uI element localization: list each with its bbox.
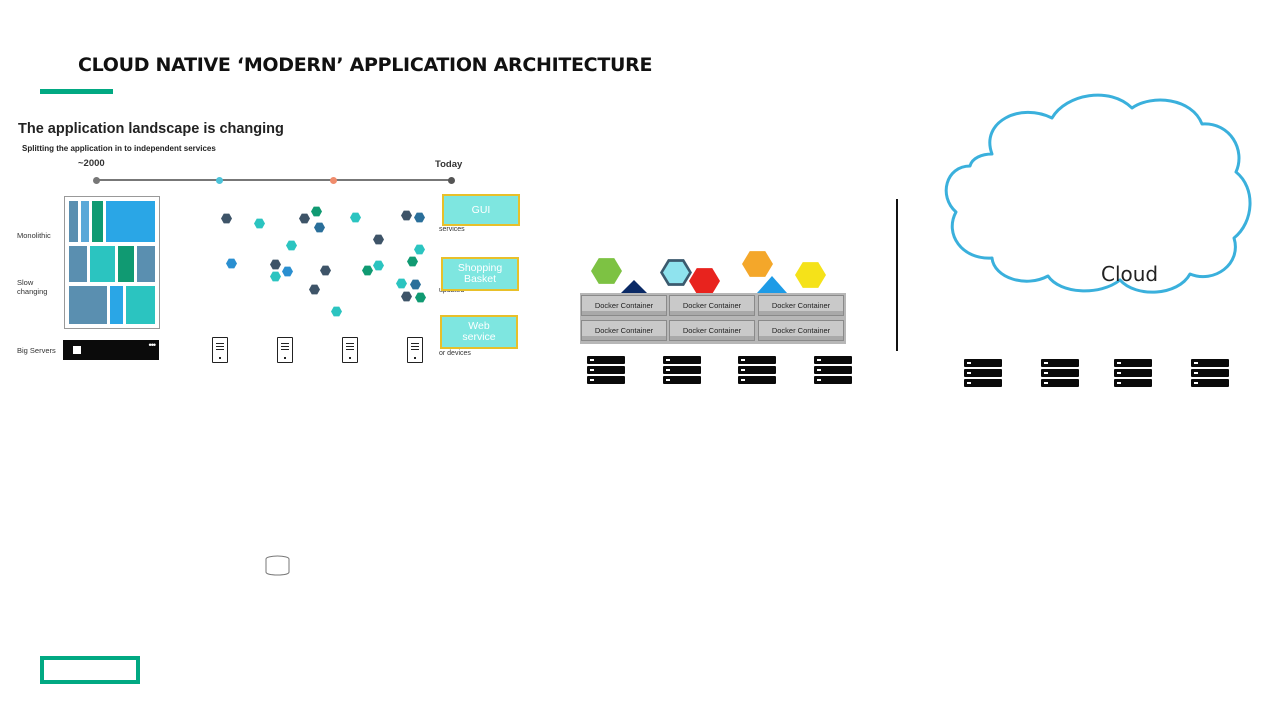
rack-server-icon [1041, 354, 1079, 389]
slow-changing-label: Slow changing [17, 278, 48, 296]
server-tower-icon [407, 337, 423, 363]
service-label: GUI [471, 203, 491, 216]
cloud-label: Cloud [1101, 262, 1159, 286]
docker-container: Docker Container [758, 320, 844, 341]
microservice-hex [414, 212, 425, 223]
docker-container: Docker Container [669, 295, 755, 316]
container-app-hex [663, 261, 689, 284]
timeline-dot [93, 177, 100, 184]
rack-server-icon [587, 351, 625, 386]
title-accent-bar [40, 89, 113, 94]
landscape-heading: The application landscape is changing [18, 121, 284, 137]
rack-server-icon [814, 351, 852, 386]
timeline-end-label: Today [435, 159, 463, 170]
timeline-dot [330, 177, 337, 184]
microservice-hex [410, 279, 421, 290]
service-side-text: services [439, 226, 465, 233]
server-tower-icon [342, 337, 358, 363]
big-server: ••• [63, 340, 159, 360]
microservice-hex [282, 266, 293, 277]
microservice-hex [254, 218, 265, 229]
microservice-hex [331, 306, 342, 317]
service-box-gui: GUI [442, 194, 520, 226]
server-tower-icon [277, 337, 293, 363]
rack-server-icon [663, 351, 701, 386]
microservice-hex [396, 278, 407, 289]
microservice-hex [401, 291, 412, 302]
cloud-icon [944, 93, 1252, 294]
microservice-hex [270, 259, 281, 270]
timeline-dot [216, 177, 223, 184]
container-app-hex [591, 258, 622, 284]
microservice-hex [299, 213, 310, 224]
microservice-hex [320, 265, 331, 276]
microservice-hex [362, 265, 373, 276]
container-app-hex [742, 251, 773, 277]
service-box-shopping-basket: Shopping Basket [441, 257, 519, 291]
microservice-hex [270, 271, 281, 282]
microservice-hex [401, 210, 412, 221]
monolithic-label: Monolithic [17, 231, 51, 240]
timeline-line [96, 179, 451, 181]
microservice-hex [414, 244, 425, 255]
container-app-triangle [620, 280, 648, 294]
microservice-hex [373, 260, 384, 271]
microservice-hex [314, 222, 325, 233]
microservice-hex [226, 258, 237, 269]
brand-logo [40, 656, 140, 684]
microservice-hex [221, 213, 232, 224]
rack-server-icon [1114, 354, 1152, 389]
section-divider [896, 199, 898, 351]
microservice-hex [286, 240, 297, 251]
container-app-triangle [757, 276, 787, 293]
docker-container: Docker Container [669, 320, 755, 341]
page-title: CLOUD NATIVE ‘MODERN’ APPLICATION ARCHIT… [78, 54, 653, 76]
microservice-hex [373, 234, 384, 245]
timeline-start-label: ~2000 [78, 158, 105, 169]
service-label: Shopping Basket [457, 262, 503, 285]
container-app-hex [795, 262, 826, 288]
rack-server-icon [964, 354, 1002, 389]
monolith-diagram [64, 196, 160, 329]
service-label: Web service [462, 320, 496, 343]
microservice-hex [309, 284, 320, 295]
rack-server-icon [1191, 354, 1229, 389]
rack-server-icon [738, 351, 776, 386]
timeline-dot [448, 177, 455, 184]
database-icon [265, 555, 290, 576]
landscape-subheading: Splitting the application in to independ… [22, 144, 216, 153]
container-app-hex [689, 268, 720, 294]
docker-container: Docker Container [581, 295, 667, 316]
service-box-web-service: Web service [440, 315, 518, 349]
microservice-hex [350, 212, 361, 223]
docker-container: Docker Container [581, 320, 667, 341]
big-servers-label: Big Servers [17, 346, 56, 355]
microservice-hex [407, 256, 418, 267]
docker-container: Docker Container [758, 295, 844, 316]
server-tower-icon [212, 337, 228, 363]
service-side-text: or devices [439, 350, 471, 357]
microservice-hex [415, 292, 426, 303]
microservice-hex [311, 206, 322, 217]
